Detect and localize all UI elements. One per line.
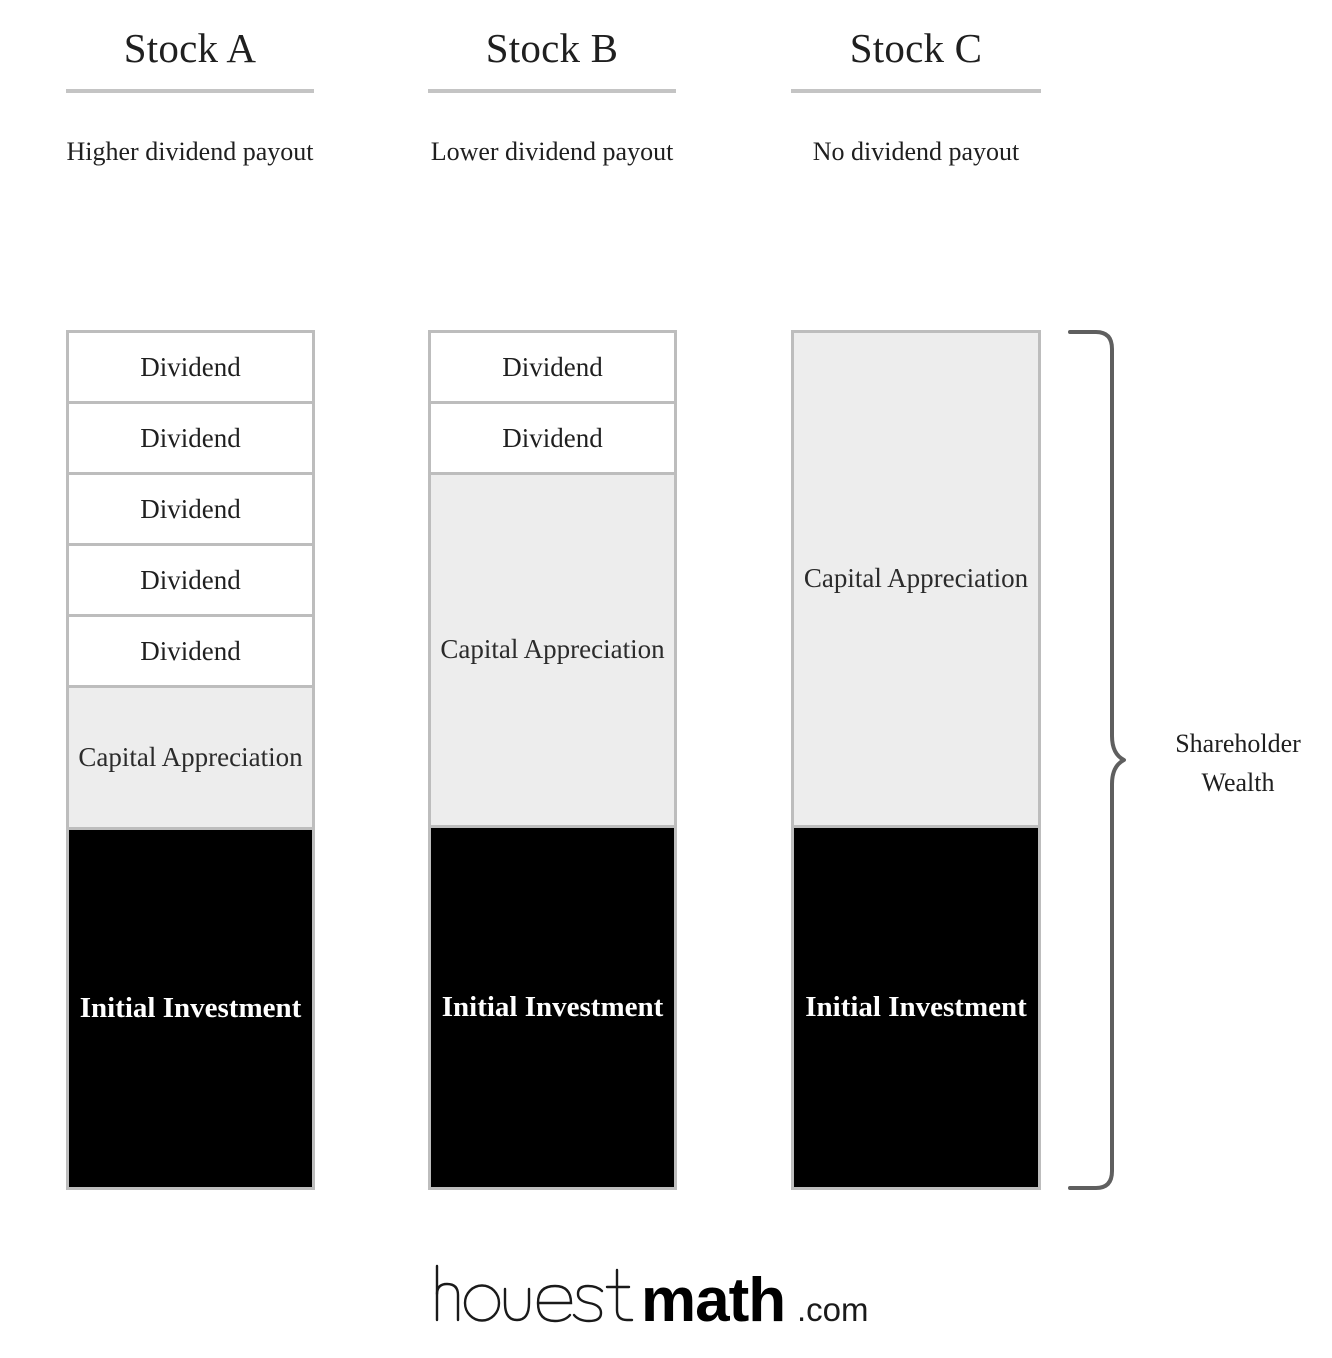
column-header-stock-c: Stock C No dividend payout <box>791 28 1041 172</box>
honestmath-logo: math .com <box>0 1258 1332 1347</box>
segment-initial-investment: Initial Investment <box>794 828 1038 1187</box>
segment-dividend: Dividend <box>69 475 312 546</box>
stacked-bar-stock-b: Dividend Dividend Capital Appreciation I… <box>428 330 677 1190</box>
segment-dividend: Dividend <box>69 546 312 617</box>
segment-dividend: Dividend <box>69 617 312 688</box>
column-header-stock-a: Stock A Higher dividend payout <box>66 28 314 172</box>
segment-capital-appreciation: Capital Appreciation <box>431 475 674 828</box>
segment-dividend: Dividend <box>69 404 312 475</box>
segment-dividend: Dividend <box>69 333 312 404</box>
column-subtitle: Higher dividend payout <box>66 137 314 166</box>
bracket-label-line-1: Shareholder <box>1175 729 1301 758</box>
segment-initial-investment: Initial Investment <box>431 828 674 1187</box>
column-title: Stock B <box>485 25 619 71</box>
svg-text:math: math <box>641 1266 785 1335</box>
column-subtitle: No dividend payout <box>812 137 1020 166</box>
svg-text:.com: .com <box>797 1291 869 1328</box>
column-header-stock-b: Stock B Lower dividend payout <box>428 28 676 172</box>
segment-dividend: Dividend <box>431 404 674 475</box>
honestmath-logo-mark: math .com <box>435 1264 869 1335</box>
column-rule <box>428 89 676 93</box>
stacked-bar-stock-a: Dividend Dividend Dividend Dividend Divi… <box>66 330 315 1190</box>
column-rule <box>791 89 1041 93</box>
shareholder-wealth-bracket <box>1062 322 1132 1198</box>
segment-initial-investment: Initial Investment <box>69 830 312 1187</box>
bracket-label-line-2: Wealth <box>1201 768 1275 797</box>
column-title: Stock C <box>849 25 983 71</box>
segment-capital-appreciation: Capital Appreciation <box>794 333 1038 828</box>
column-rule <box>66 89 314 93</box>
column-subtitle: Lower dividend payout <box>430 137 674 166</box>
stacked-bar-stock-c: Capital Appreciation Initial Investment <box>791 330 1041 1190</box>
segment-dividend: Dividend <box>431 333 674 404</box>
column-title: Stock A <box>123 25 257 71</box>
shareholder-wealth-label: Shareholder Wealth <box>1150 724 1326 802</box>
segment-capital-appreciation: Capital Appreciation <box>69 688 312 830</box>
